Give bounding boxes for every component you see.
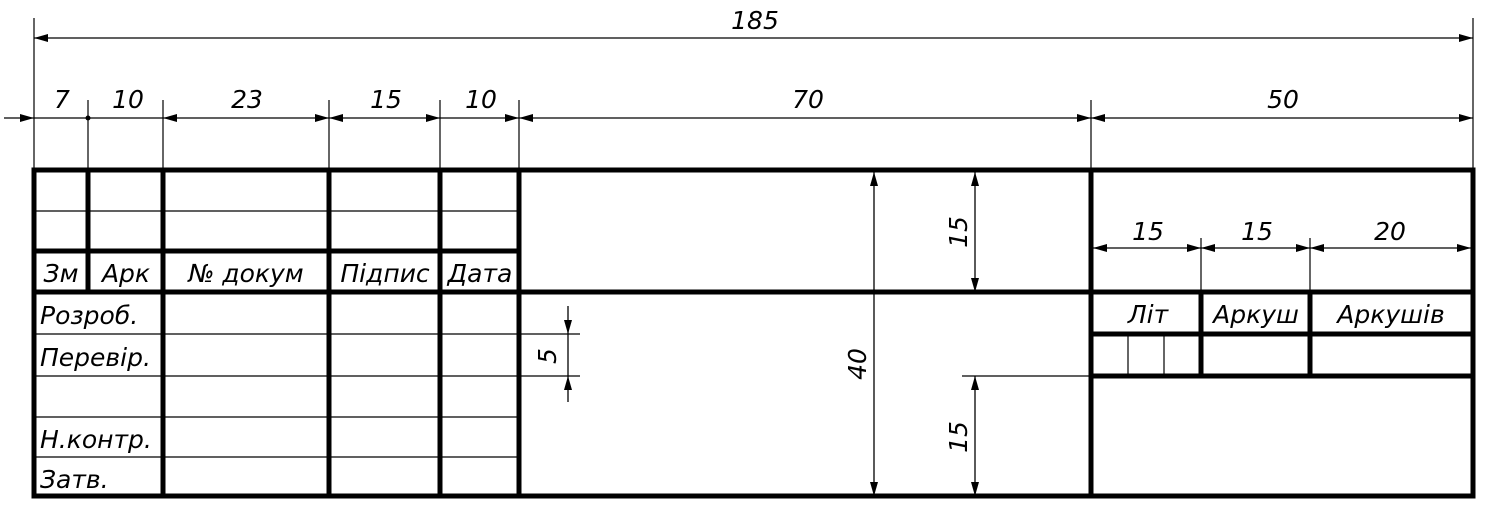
- dim-col-10b: 10: [465, 85, 497, 114]
- row-n-kontr: Н.контр.: [40, 425, 152, 454]
- arrow-icon: [971, 278, 979, 292]
- header-data: Дата: [447, 259, 513, 288]
- title-block-thick-lines: [31, 167, 1476, 499]
- arrow-icon: [1459, 34, 1473, 42]
- arrow-icon: [971, 172, 979, 186]
- arrow-icon: [1093, 244, 1107, 252]
- dim-height-5: 5: [533, 348, 562, 364]
- header-no-dokum: № докум: [186, 259, 303, 288]
- arrow-icon: [971, 482, 979, 496]
- dot-marker: [85, 115, 91, 121]
- dim-sub-20: 20: [1374, 217, 1406, 246]
- dim-sub-15a: 15: [1132, 217, 1164, 246]
- header-ark: Арк: [100, 259, 150, 288]
- row-rozrob: Розроб.: [40, 301, 138, 330]
- arrow-icon: [564, 320, 572, 334]
- dimension-lines: [4, 18, 1474, 496]
- arrow-icon: [1091, 114, 1105, 122]
- dim-col-10a: 10: [112, 85, 144, 114]
- dim-height-bottom-15: 15: [944, 421, 973, 453]
- dim-height-top-15: 15: [944, 216, 973, 248]
- dim-overall: 185: [731, 6, 779, 35]
- header-zm: Зм: [44, 259, 79, 288]
- label-lit: Літ: [1127, 300, 1170, 329]
- dim-col-7: 7: [54, 85, 70, 114]
- arrow-icon: [1296, 244, 1310, 252]
- dim-col-50: 50: [1267, 85, 1299, 114]
- arrow-icon: [971, 376, 979, 390]
- header-pidpys: Підпис: [340, 259, 430, 288]
- dim-sub-15b: 15: [1241, 217, 1273, 246]
- row-perevir: Перевір.: [40, 343, 151, 372]
- arrow-icon: [329, 114, 343, 122]
- dimension-texts: 185 7 10 23 15 10 70 50 15 15 20 15 40 5…: [54, 6, 1406, 453]
- arrow-icon: [870, 172, 878, 186]
- label-arkushiv: Аркушів: [1335, 300, 1444, 329]
- arrow-icon: [1201, 244, 1215, 252]
- arrow-icon: [519, 114, 533, 122]
- arrow-icon: [870, 482, 878, 496]
- arrow-icon: [20, 114, 34, 122]
- dim-col-15: 15: [370, 85, 402, 114]
- title-block-thin-lines: [34, 210, 1165, 458]
- label-arkush: Аркуш: [1211, 300, 1299, 329]
- dim-height-40: 40: [843, 348, 872, 380]
- cell-texts: Зм Арк № докум Підпис Дата Розроб. Перев…: [40, 259, 1445, 494]
- arrow-icon: [1310, 244, 1324, 252]
- arrow-icon: [1077, 114, 1091, 122]
- row-zatv: Затв.: [40, 465, 109, 494]
- arrow-icon: [1459, 114, 1473, 122]
- arrow-icon: [564, 376, 572, 390]
- arrow-icon: [505, 114, 519, 122]
- arrow-icon: [426, 114, 440, 122]
- dim-col-70: 70: [792, 85, 824, 114]
- arrow-icon: [34, 34, 48, 42]
- arrow-icon: [1457, 244, 1471, 252]
- arrow-icon: [163, 114, 177, 122]
- arrow-icon: [1187, 244, 1201, 252]
- arrow-icon: [315, 114, 329, 122]
- dim-col-23: 23: [231, 85, 263, 114]
